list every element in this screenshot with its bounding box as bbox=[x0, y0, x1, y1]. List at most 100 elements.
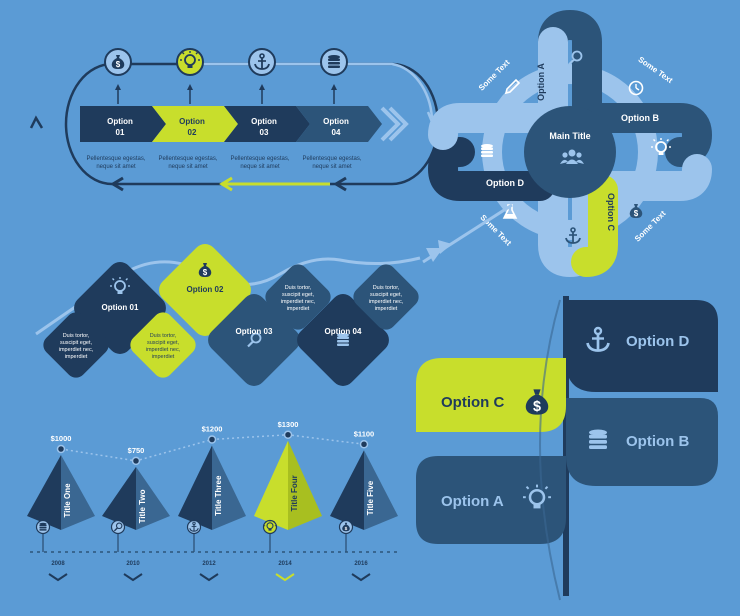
leaf-option-d bbox=[566, 300, 718, 392]
zigzag-option-description: imperdiet bbox=[65, 354, 88, 360]
pyramid-left-face bbox=[330, 450, 364, 530]
process-step-description: Pellentesque egestas, bbox=[158, 156, 217, 162]
chart-x-tick-label: 2008 bbox=[51, 561, 65, 567]
zigzag-option-label: Option 02 bbox=[187, 285, 224, 294]
flower-main-title: Main Title bbox=[549, 131, 590, 141]
leaf-option-a-label: Option A bbox=[441, 493, 504, 510]
chart-data-point bbox=[207, 435, 217, 444]
zigzag-option-description: suscipit eget, bbox=[147, 340, 180, 346]
process-step-label: Option bbox=[107, 117, 133, 126]
flower-option-d: Option D bbox=[486, 178, 524, 188]
process-step-label: Option bbox=[179, 117, 205, 126]
zigzag-description-tile bbox=[265, 264, 331, 330]
chart-value-label: $1300 bbox=[278, 420, 299, 429]
zigzag-option-description: suscipit eget, bbox=[282, 292, 315, 298]
process-step-number: 02 bbox=[188, 128, 197, 137]
process-step-1 bbox=[80, 106, 166, 142]
chart-data-point bbox=[359, 440, 369, 449]
zigzag-option-description: Duis tortor, bbox=[285, 285, 312, 291]
zigzag-option-3 bbox=[208, 294, 300, 386]
flower-option-a: Option A bbox=[536, 63, 546, 101]
chart-x-tick-label: 2012 bbox=[202, 561, 216, 567]
zigzag-option-2 bbox=[159, 244, 251, 336]
chart-series-title: Title Three bbox=[214, 475, 223, 516]
process-step-number: 03 bbox=[260, 128, 269, 137]
process-step-description: Pellentesque egestas, bbox=[230, 156, 289, 162]
process-icon-circle bbox=[176, 48, 204, 76]
chart-value-label: $1200 bbox=[202, 425, 223, 434]
petal-left-upper bbox=[428, 103, 555, 150]
chart-icon-marker bbox=[110, 519, 126, 535]
pyramid-left-face bbox=[102, 466, 136, 530]
chart-year-chevron bbox=[199, 573, 219, 582]
pyramid-left-face bbox=[27, 455, 61, 530]
process-step-label: Option bbox=[323, 117, 349, 126]
zigzag-option-label: Option 04 bbox=[325, 327, 362, 336]
pyramid-left-face bbox=[178, 445, 212, 530]
process-step-label: Option bbox=[251, 117, 277, 126]
zigzag-option-description: imperdiet nec, bbox=[369, 299, 404, 305]
zigzag-option-description: suscipit eget, bbox=[60, 340, 93, 346]
process-step-3 bbox=[224, 106, 310, 142]
clock-icon bbox=[628, 80, 644, 96]
zigzag-option-description: Duis tortor, bbox=[63, 333, 90, 339]
process-step-4 bbox=[296, 106, 382, 142]
zigzag-option-description: imperdiet bbox=[152, 354, 175, 360]
chart-trend-line bbox=[60, 433, 365, 462]
pyramid-right-face bbox=[288, 440, 322, 530]
process-step-description: neque sit amet bbox=[96, 164, 136, 170]
zigzag-option-description: imperdiet nec, bbox=[281, 299, 316, 305]
process-step-description: Pellentesque egestas, bbox=[86, 156, 145, 162]
chart-data-point bbox=[56, 444, 66, 454]
zigzag-option-label: Option 03 bbox=[236, 327, 273, 336]
flower-diagram: Main Title Option A Option B Option C Op… bbox=[422, 9, 713, 278]
chart-value-label: $1100 bbox=[354, 429, 374, 438]
flower-option-b: Option B bbox=[621, 113, 659, 123]
leaf-option-b bbox=[566, 398, 718, 486]
process-step-description: Pellentesque egestas, bbox=[302, 156, 361, 162]
zigzag-option-description: Duis tortor, bbox=[373, 285, 400, 291]
process-step-2 bbox=[152, 106, 238, 142]
chart-series-title: Title Five bbox=[366, 480, 375, 515]
chart-year-chevron bbox=[48, 573, 68, 582]
leaf-option-a bbox=[416, 456, 566, 544]
chart-data-point bbox=[131, 456, 141, 466]
zigzag-option-description: imperdiet bbox=[375, 306, 398, 312]
zigzag-description-tile bbox=[43, 312, 109, 378]
process-end-chevron bbox=[380, 106, 401, 142]
zigzag-option-description: imperdiet nec, bbox=[146, 347, 181, 353]
leaf-option-b-label: Option B bbox=[626, 433, 689, 450]
chart-icon-marker bbox=[35, 519, 51, 535]
pyramid-right-face bbox=[136, 466, 170, 530]
chart-x-tick-label: 2010 bbox=[126, 561, 140, 567]
chart-series-title: Title Two bbox=[138, 489, 147, 523]
flower-option-c: Option C bbox=[606, 193, 616, 231]
chart-value-label: $750 bbox=[128, 446, 145, 455]
zigzag-option-description: imperdiet nec, bbox=[59, 347, 94, 353]
process-step-number: 01 bbox=[116, 128, 125, 137]
flower-side-text-2: Some Text bbox=[637, 55, 675, 85]
pyramid-right-face bbox=[364, 450, 398, 530]
leaf-option-c bbox=[416, 358, 566, 432]
petal-right bbox=[585, 103, 713, 167]
chart-year-chevron bbox=[123, 573, 143, 582]
chart-series-title: Title One bbox=[63, 483, 72, 518]
leaf-diagram: Option D Option C Option B Option A bbox=[416, 296, 718, 601]
chart-x-tick-label: 2016 bbox=[354, 561, 368, 567]
flower-side-text-1: Some Text bbox=[477, 58, 512, 93]
process-step-description: neque sit amet bbox=[240, 164, 280, 170]
chart-data-point bbox=[283, 430, 293, 439]
zigzag-option-description: imperdiet bbox=[287, 306, 310, 312]
zigzag-option-description: suscipit eget, bbox=[370, 292, 403, 298]
process-step-description: neque sit amet bbox=[312, 164, 352, 170]
chart-year-chevron bbox=[351, 573, 371, 582]
zigzag-trend-line bbox=[35, 256, 421, 336]
petal-option-c bbox=[571, 175, 618, 277]
zigzag-option-description: Duis tortor, bbox=[150, 333, 177, 339]
petal-right-lower bbox=[585, 154, 712, 201]
pyramid-right-face bbox=[61, 455, 95, 530]
chart-value-label: $1000 bbox=[51, 434, 72, 443]
